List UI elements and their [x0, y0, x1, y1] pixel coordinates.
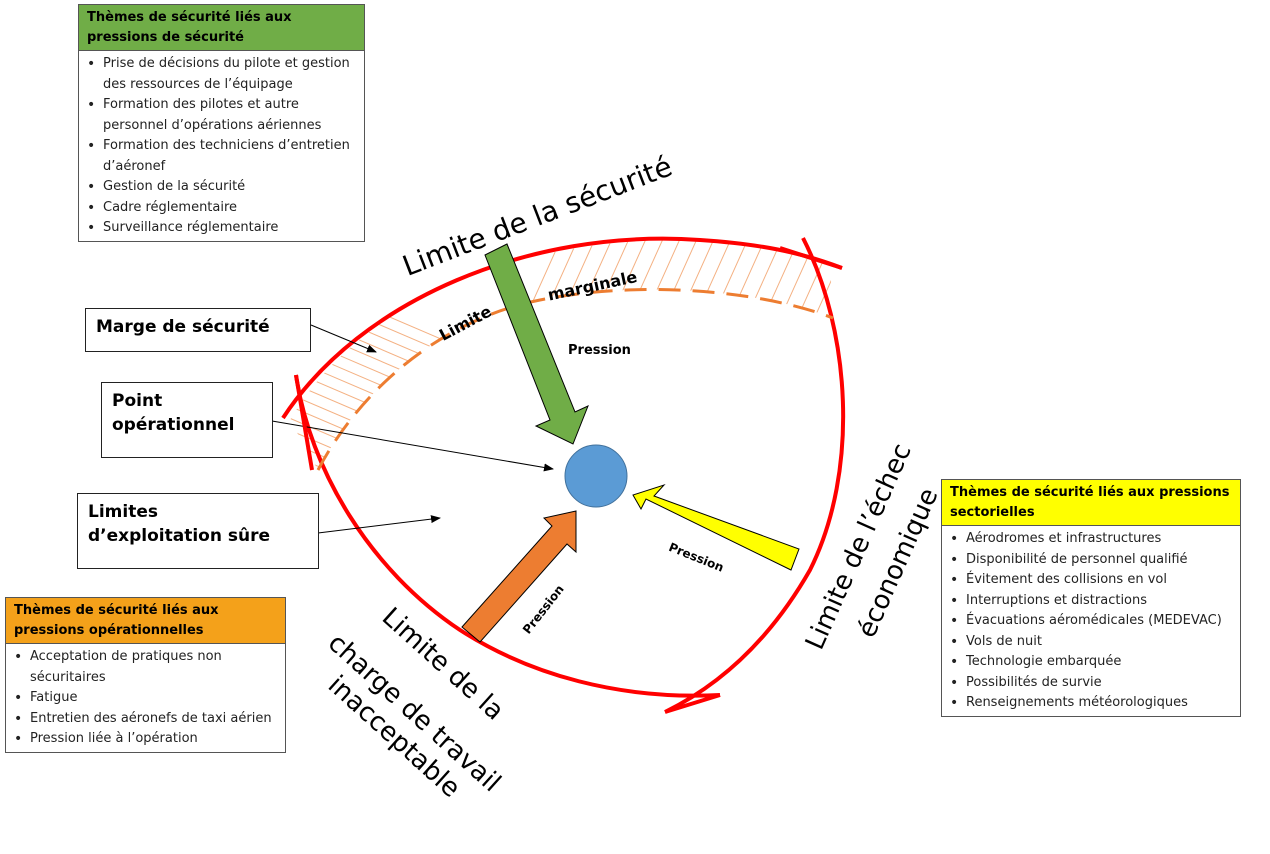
- safety-themes-title: Thèmes de sécurité liés aux pressions de…: [79, 5, 364, 51]
- sector-themes-list: Aérodromes et infrastructures Disponibil…: [942, 526, 1240, 716]
- list-item: Évacuations aéromédicales (MEDEVAC): [950, 611, 1234, 632]
- list-item: Évitement des collisions en vol: [950, 570, 1234, 591]
- list-item: Technologie embarquée: [950, 652, 1234, 673]
- operational-themes-title: Thèmes de sécurité liés aux pressions op…: [6, 598, 285, 644]
- safety-themes-list: Prise de décisions du pilote et gestion …: [79, 51, 364, 241]
- safety-margin-leader: [310, 324, 377, 353]
- operational-themes-box: Thèmes de sécurité liés aux pressions op…: [5, 597, 286, 753]
- hatch-line: [638, 239, 685, 331]
- hatch-line: [655, 239, 702, 331]
- list-item: Fatigue: [14, 688, 279, 709]
- hatch-line: [290, 413, 561, 470]
- list-item: Interruptions et distractions: [950, 591, 1234, 612]
- safety-margin-text: Marge de sécurité: [96, 317, 270, 337]
- hatch-line: [860, 230, 905, 330]
- hatch-line: [877, 230, 922, 330]
- hatch-line: [290, 425, 561, 470]
- list-item: Cadre réglementaire: [87, 198, 358, 219]
- hatch-line: [774, 239, 821, 331]
- hatch-line: [290, 389, 561, 470]
- sector-themes-title: Thèmes de sécurité liés aux pressions se…: [942, 480, 1240, 526]
- safe-limits-text-1: Limites: [88, 502, 158, 522]
- list-item: Pression liée à l’opération: [14, 729, 279, 750]
- list-item: Formation des pilotes et autre personnel…: [87, 95, 358, 136]
- operating-point-text-2: opérationnel: [112, 415, 235, 435]
- economic-boundary-arc: [664, 237, 846, 714]
- hatch-line: [843, 230, 888, 330]
- safe-limits-text-2: d’exploitation sûre: [88, 526, 271, 546]
- hatch-line: [689, 239, 736, 331]
- operating-point-leader: [271, 420, 554, 472]
- safety-margin-callout: Marge de sécurité: [85, 308, 311, 352]
- hatch-line: [672, 239, 719, 331]
- list-item: Disponibilité de personnel qualifié: [950, 550, 1234, 571]
- safe-limits-leader: [317, 515, 441, 534]
- hatch-line: [757, 239, 804, 331]
- marginal-boundary-dashed: [316, 288, 834, 471]
- list-item: Renseignements météorologiques: [950, 693, 1234, 714]
- safety-pressure-label: Pression: [568, 343, 631, 358]
- hatch-line: [290, 437, 561, 470]
- list-item: Gestion de la sécurité: [87, 177, 358, 198]
- operational-pressure-arrow: [461, 510, 577, 643]
- list-item: Possibilités de survie: [950, 673, 1234, 694]
- safety-themes-box: Thèmes de sécurité liés aux pressions de…: [78, 4, 365, 242]
- hatch-line: [290, 377, 561, 470]
- list-item: Entretien des aéronefs de taxi aérien: [14, 709, 279, 730]
- operating-point: [564, 444, 628, 508]
- list-item: Aérodromes et infrastructures: [950, 529, 1234, 550]
- list-item: Formation des techniciens d’entretien d’…: [87, 136, 358, 177]
- operating-point-callout: Point opérationnel: [101, 382, 273, 458]
- safety-pressure-arrow: [484, 243, 589, 445]
- safe-limits-callout: Limites d’exploitation sûre: [77, 493, 319, 569]
- sector-pressure-arrow: [632, 483, 800, 571]
- list-item: Acceptation de pratiques non sécuritaire…: [14, 647, 279, 688]
- list-item: Prise de décisions du pilote et gestion …: [87, 54, 358, 95]
- sector-themes-box: Thèmes de sécurité liés aux pressions se…: [941, 479, 1241, 717]
- operating-point-text-1: Point: [112, 391, 163, 411]
- list-item: Surveillance réglementaire: [87, 218, 358, 239]
- list-item: Vols de nuit: [950, 632, 1234, 653]
- operational-themes-list: Acceptation de pratiques non sécuritaire…: [6, 644, 285, 752]
